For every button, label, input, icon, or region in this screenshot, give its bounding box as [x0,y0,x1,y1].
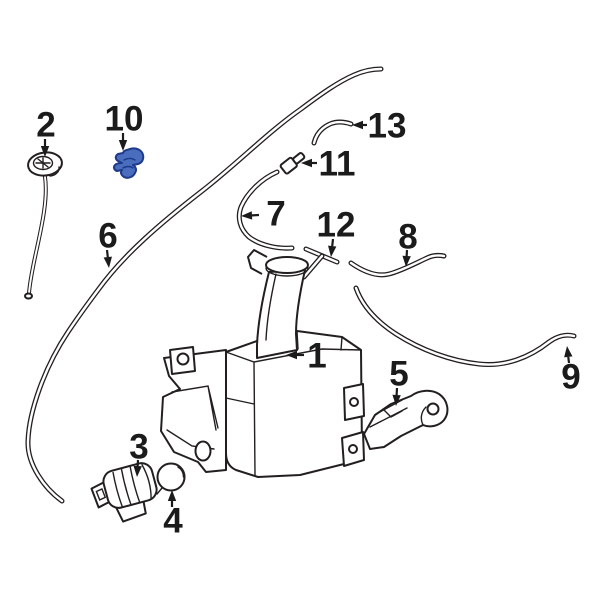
callout-arrow-line [567,356,571,364]
part-number-label[interactable]: 4 [163,502,183,541]
part-number-label[interactable]: 10 [105,100,144,139]
part-number-label[interactable]: 1 [307,337,326,376]
callout-arrow-line [105,249,109,258]
part-number-label[interactable]: 7 [266,195,285,234]
callout-11[interactable]: 11 [301,145,356,184]
callout-12[interactable]: 12 [317,206,356,258]
callout-arrow-head [167,490,177,501]
callout-7[interactable]: 7 [241,195,286,234]
part-number-label[interactable]: 9 [561,358,580,397]
callout-arrow-line [331,238,335,247]
part-6-hose-drawing[interactable] [25,66,384,504]
part-4-grommet-drawing[interactable] [156,462,186,495]
callout-2[interactable]: 2 [36,106,56,158]
callout-3[interactable]: 3 [129,428,149,478]
part-3-pump-drawing[interactable] [88,461,162,528]
callout-5[interactable]: 5 [389,355,409,407]
callout-6[interactable]: 6 [98,217,118,269]
callout-arrow-head [40,146,50,157]
part-7-hose-drawing[interactable] [236,169,295,251]
part-number-label[interactable]: 6 [98,217,117,256]
part-number-label[interactable]: 11 [319,145,356,184]
callout-arrow-head [352,120,363,130]
part-10-clip-highlighted[interactable] [112,147,145,179]
part-2-nozzle-drawing[interactable] [24,151,63,300]
part-1-reservoir-drawing[interactable] [160,249,365,478]
part-12-joint-drawing[interactable] [301,246,340,280]
part-number-label[interactable]: 5 [389,355,408,394]
callout-9[interactable]: 9 [561,346,581,397]
part-8-hose-drawing[interactable] [348,252,447,278]
part-number-label[interactable]: 3 [129,428,148,467]
part-number-label[interactable]: 8 [398,218,417,257]
part-number-label[interactable]: 2 [36,106,55,145]
part-5-nozzle-drawing[interactable] [363,389,449,450]
callout-arrow-head [564,346,573,358]
part-13-hose-drawing[interactable] [311,119,354,146]
callout-arrow-head [241,211,253,220]
part-11-connector-drawing[interactable] [279,150,306,175]
callout-arrow-head [133,465,142,477]
callout-arrow-head [103,256,112,268]
part-number-label[interactable]: 13 [368,107,407,146]
callout-arrow-head [328,245,337,257]
callout-arrow-head [301,158,312,168]
callout-8[interactable]: 8 [398,218,418,268]
callout-1[interactable]: 1 [286,337,327,376]
callout-arrow-head [286,350,297,360]
callout-arrow-head [118,140,128,151]
callout-13[interactable]: 13 [352,107,406,146]
part-9-hose-drawing[interactable] [353,285,577,368]
callout-arrow-head [392,394,401,406]
callout-arrow-head [402,255,411,267]
part-number-label[interactable]: 12 [317,206,356,245]
callout-10[interactable]: 10 [105,100,144,152]
callout-4[interactable]: 4 [163,490,183,541]
